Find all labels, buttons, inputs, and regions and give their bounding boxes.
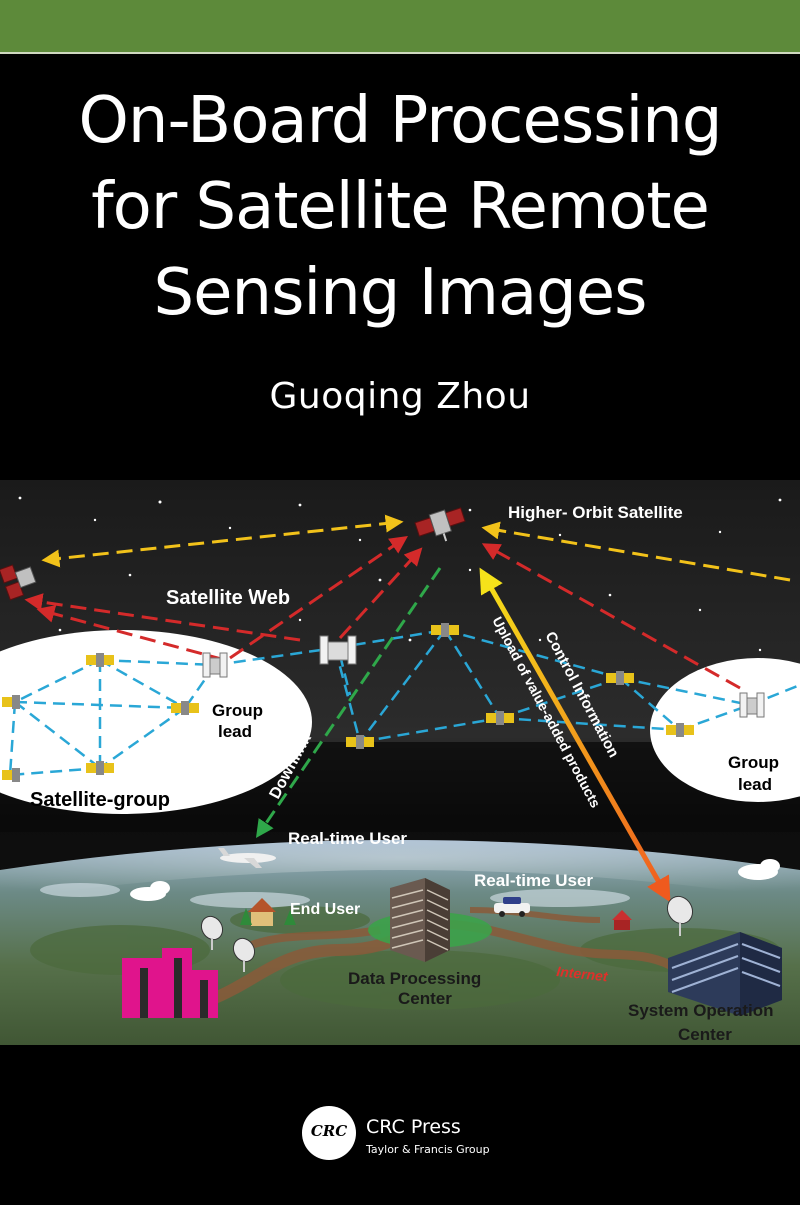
label-realtime-user-plane: Real-time User bbox=[288, 829, 407, 848]
label-satellite-web: Satellite Web bbox=[166, 587, 290, 609]
group-lead-satellite-icon-left bbox=[202, 652, 228, 678]
book-title: On-Board Processing for Satellite Remote… bbox=[0, 78, 800, 336]
data-processing-center-building bbox=[390, 878, 450, 962]
label-group-lead-left-2: lead bbox=[218, 722, 252, 741]
crc-logo-icon bbox=[302, 1106, 356, 1160]
label-group-lead-right-2: lead bbox=[738, 775, 772, 794]
publisher-name: CRC Press bbox=[366, 1116, 461, 1138]
crc-logo-text: CRC bbox=[310, 1122, 348, 1140]
label-higher-orbit-satellite: Higher- Orbit Satellite bbox=[508, 503, 683, 522]
group-lead-satellite-icon-right bbox=[739, 692, 765, 718]
title-line-3: Sensing Images bbox=[153, 256, 648, 330]
title-line-2: for Satellite Remote bbox=[91, 170, 710, 244]
label-end-user: End User bbox=[290, 901, 360, 918]
system-operation-center-building bbox=[668, 932, 782, 1016]
airplane-icon bbox=[218, 848, 276, 868]
label-system-operation-2: Center bbox=[678, 1025, 732, 1044]
satellite-dish-icons bbox=[200, 895, 694, 972]
yellow-dashed-arrows bbox=[41, 514, 791, 582]
label-group-lead-left-1: Group bbox=[212, 701, 263, 720]
clouds bbox=[130, 859, 780, 901]
title-line-1: On-Board Processing bbox=[78, 84, 723, 158]
red-house-icon bbox=[612, 910, 632, 930]
label-realtime-user-car: Real-time User bbox=[474, 871, 593, 890]
control-info-arrow bbox=[479, 567, 671, 903]
satellite-group-ellipse-left bbox=[0, 630, 312, 814]
small-satellites bbox=[2, 623, 694, 782]
white-satellite-icon bbox=[319, 635, 357, 665]
downlink-arrow bbox=[255, 567, 442, 838]
publisher-group: Taylor & Francis Group bbox=[366, 1143, 490, 1156]
top-divider-line bbox=[0, 52, 800, 54]
trees bbox=[240, 908, 296, 925]
top-color-bar bbox=[0, 0, 800, 52]
house-icon bbox=[248, 898, 276, 926]
car-icon bbox=[494, 897, 530, 917]
higher-orbit-satellite-icon bbox=[414, 507, 466, 542]
label-satellite-group: Satellite-group bbox=[30, 789, 170, 811]
label-data-processing-2: Center bbox=[398, 989, 452, 1008]
left-satellite-icon bbox=[0, 564, 37, 601]
label-group-lead-right-1: Group bbox=[728, 753, 779, 772]
magenta-building bbox=[122, 948, 218, 1018]
label-system-operation-1: System Operation bbox=[628, 1001, 774, 1020]
cover-illustration: Higher- Orbit Satellite Satellite Web Gr… bbox=[0, 480, 800, 1050]
book-author: Guoqing Zhou bbox=[269, 376, 531, 417]
label-data-processing-1: Data Processing bbox=[348, 969, 481, 988]
label-internet: Internet bbox=[556, 963, 610, 984]
publisher-block: CRC CRC Press Taylor & Francis Group bbox=[300, 1102, 520, 1166]
